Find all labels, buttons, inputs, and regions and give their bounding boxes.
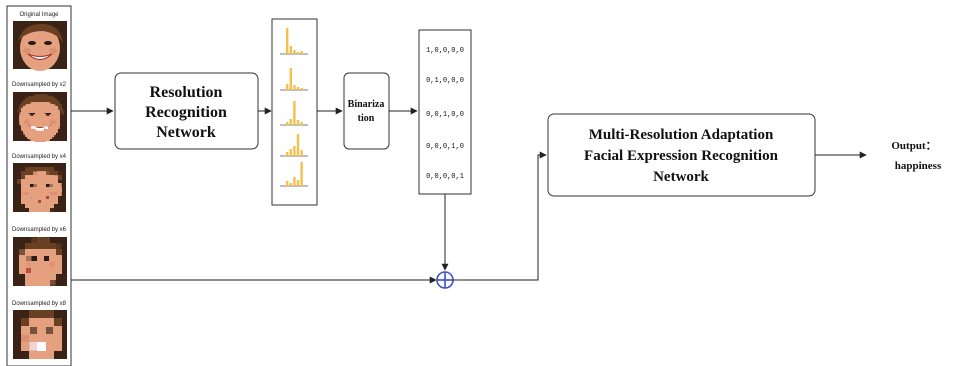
one-hot-vector-2: 0,1,0,0,0	[426, 77, 464, 85]
output-value: happiness	[895, 160, 942, 172]
histogram-bar	[300, 150, 303, 156]
histogram-bar	[289, 68, 292, 90]
histogram-bar	[293, 177, 296, 186]
face-label-x2: Downsampled by x2	[12, 82, 67, 88]
histogram-bar	[286, 122, 289, 125]
histogram-bar	[289, 46, 292, 54]
face-image-x6	[12, 236, 68, 288]
face-image-x4	[12, 162, 68, 214]
one-hot-vector-panel	[418, 29, 472, 195]
histogram-bar	[300, 122, 303, 125]
one-hot-vector-5: 0,0,0,0,1	[426, 173, 464, 181]
histogram-bar	[289, 149, 292, 156]
binarization-line2: tion	[358, 113, 375, 124]
histogram-bar	[300, 162, 303, 186]
histogram-bar	[286, 181, 289, 186]
histogram-bar	[300, 51, 303, 54]
merge-plus-icon	[436, 271, 454, 289]
one-hot-vector-4: 0,0,0,1,0	[426, 143, 464, 151]
one-hot-vector-3: 0,0,1,0,0	[426, 111, 464, 119]
histogram-bar	[289, 119, 292, 125]
histogram-bar	[293, 85, 296, 90]
histogram-bar	[300, 88, 303, 90]
adaptation-network-line2: Facial Expression Recognition	[584, 148, 779, 164]
histogram-bar	[286, 152, 289, 156]
histogram-bar	[296, 134, 300, 156]
histogram-bar	[296, 180, 300, 186]
histogram-bar	[286, 84, 289, 90]
histogram-bar	[296, 52, 300, 54]
face-image-original	[12, 20, 68, 72]
face-label-x6: Downsampled by x6	[12, 227, 67, 233]
histogram-bar	[296, 120, 300, 125]
one-hot-vector-1: 1,0,0,0,0	[426, 47, 464, 55]
face-image-x2	[12, 91, 68, 143]
output-label: Output：	[891, 140, 936, 152]
resolution-network-line2: Recognition	[145, 104, 227, 121]
histogram-bar	[293, 146, 296, 156]
histogram-bar	[293, 101, 296, 125]
histogram-bar	[289, 183, 292, 186]
binarization-line1: Binariza	[348, 99, 385, 110]
resolution-network-line3: Network	[156, 124, 216, 141]
face-image-x8	[12, 309, 68, 361]
face-label-x8: Downsampled by x8	[12, 301, 67, 307]
arrow-merge-to-adaptation	[453, 151, 547, 281]
resolution-network-line1: Resolution	[150, 84, 223, 101]
adaptation-network-line1: Multi-Resolution Adaptation	[589, 127, 774, 143]
probability-histograms	[280, 28, 308, 187]
histogram-bar	[286, 28, 289, 54]
binarization-box	[343, 72, 390, 150]
histogram-bar	[296, 87, 300, 90]
face-label-original: Original Image	[19, 12, 59, 18]
adaptation-network-line3: Network	[653, 169, 709, 185]
face-label-x4: Downsampled by x4	[12, 154, 67, 160]
histogram-bar	[293, 50, 296, 54]
